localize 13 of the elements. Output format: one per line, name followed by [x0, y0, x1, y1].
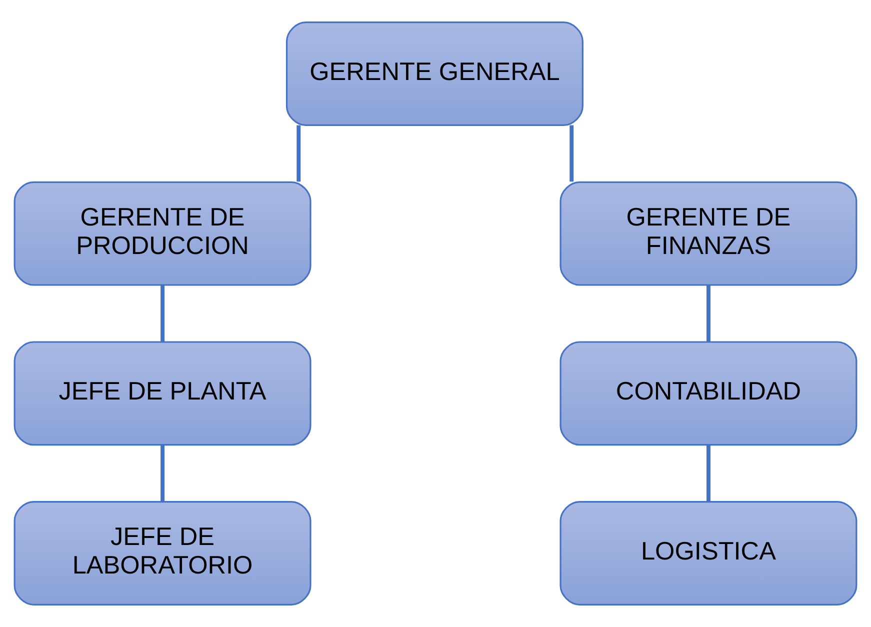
node-box: GERENTE GENERAL: [286, 22, 584, 126]
connector: [570, 125, 574, 182]
connector: [160, 285, 164, 342]
node-box: JEFE DE LABORATORIO: [14, 501, 312, 606]
node-box: GERENTE DE FINANZAS: [560, 181, 858, 286]
connector: [296, 125, 301, 182]
connector: [706, 285, 710, 342]
connector: [706, 444, 710, 502]
node-box: GERENTE DE PRODUCCION: [14, 181, 312, 286]
connector: [160, 444, 164, 502]
node-box: CONTABILIDAD: [560, 341, 858, 446]
node-box: JEFE DE PLANTA: [14, 341, 312, 446]
node-box: LOGISTICA: [560, 501, 858, 606]
